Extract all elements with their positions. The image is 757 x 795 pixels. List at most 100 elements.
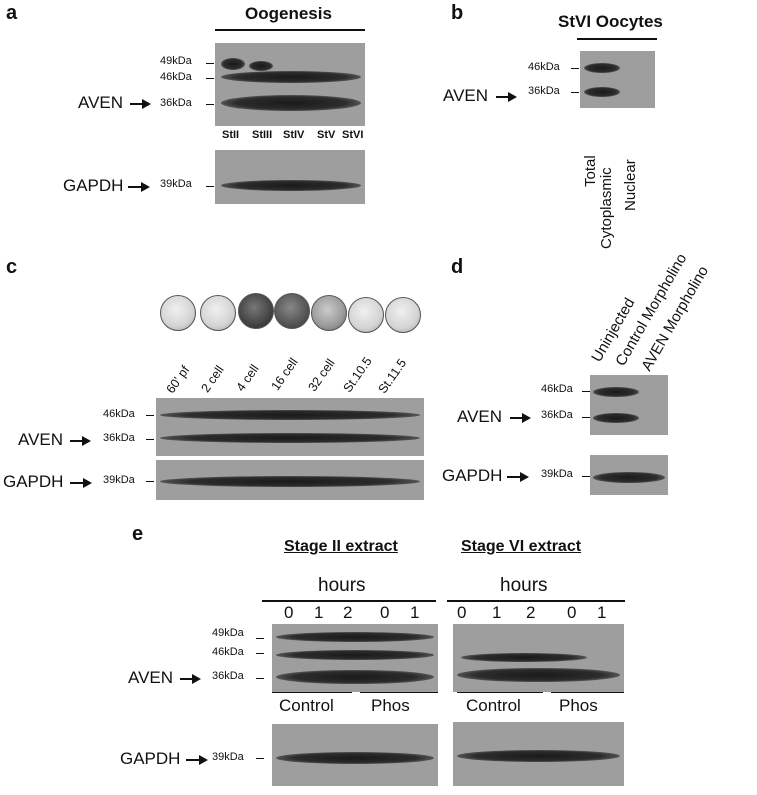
panel-a-gapdh-arrow: [128, 186, 141, 188]
panel-b-title-rule: [577, 38, 657, 40]
panel-e-right-time-2: 1: [492, 603, 502, 622]
panel-b-mw-36: 36kDa: [528, 85, 560, 97]
panel-a-gapdh-blot: [215, 150, 365, 204]
panel-c-aven-arrowhead: [82, 436, 91, 446]
embryo-image-32cell: [311, 295, 347, 331]
panel-e-left-title: Stage II extract: [284, 538, 398, 555]
panel-a-gapdh-mw: 39kDa: [160, 178, 192, 190]
panel-b-lane-3: Nuclear: [622, 159, 639, 211]
panel-c-gapdh-arrow: [70, 482, 83, 484]
panel-c-lane-1: 60' pf: [163, 363, 193, 396]
panel-b-tick-46: [571, 68, 579, 69]
panel-d-aven-label: AVEN: [457, 407, 503, 426]
panel-e-gapdh-label: GAPDH: [120, 749, 181, 768]
panel-b-aven-label: AVEN: [443, 86, 489, 105]
panel-a-title-rule: [215, 29, 365, 31]
panel-e-right-aven-blot: [453, 624, 624, 692]
panel-c-gapdh-blot: [156, 460, 424, 500]
panel-e-left-time-1: 0: [284, 603, 294, 622]
panel-b-letter: b: [451, 2, 464, 24]
panel-e-gapdh-tick: [256, 758, 264, 759]
panel-e-gapdh-mw: 39kDa: [212, 751, 244, 763]
panel-e-left-mw-36: 36kDa: [212, 670, 244, 682]
panel-a-tick-49: [206, 63, 214, 64]
panel-b-title: StVI Oocytes: [558, 12, 663, 31]
panel-c-lane-3: 4 cell: [233, 362, 262, 394]
panel-e-right-time-1: 0: [457, 603, 467, 622]
panel-e-left-time-2: 1: [314, 603, 324, 622]
panel-e-letter: e: [132, 523, 144, 545]
embryo-image-60pf: [160, 295, 196, 331]
panel-e-left-hours-rule: [262, 600, 436, 602]
panel-e-right-control-rule: [457, 692, 543, 693]
panel-a-aven-blot: [215, 43, 365, 126]
panel-e-left-control-rule: [272, 692, 352, 693]
panel-c-mw-46: 46kDa: [103, 408, 135, 420]
panel-e-aven-arrowhead: [192, 674, 201, 684]
panel-a-mw-46: 46kDa: [160, 71, 192, 83]
panel-e-aven-label: AVEN: [128, 668, 174, 687]
panel-b-aven-blot: [580, 51, 655, 108]
panel-d-aven-arrow: [510, 417, 522, 419]
panel-e-right-time-5: 1: [597, 603, 607, 622]
panel-e-left-time-4: 0: [380, 603, 390, 622]
panel-a-aven-arrowhead: [142, 99, 151, 109]
panel-d-mw-46: 46kDa: [541, 383, 573, 395]
panel-e-right-hours-rule: [447, 600, 625, 602]
embryo-image-st11-5: [385, 297, 421, 333]
panel-a-title: Oogenesis: [245, 4, 332, 23]
panel-d-gapdh-label: GAPDH: [442, 466, 503, 485]
panel-d-gapdh-tick: [582, 476, 590, 477]
panel-c-lane-6: St.10.5: [340, 354, 375, 395]
panel-b-mw-46: 46kDa: [528, 61, 560, 73]
panel-c-gapdh-tick: [146, 481, 154, 482]
panel-e-left-time-3: 2: [343, 603, 353, 622]
panel-c-gapdh-label: GAPDH: [3, 472, 64, 491]
panel-d-mw-36: 36kDa: [541, 409, 573, 421]
panel-a-tick-36: [206, 104, 214, 105]
panel-e-right-phos-rule: [551, 692, 624, 693]
panel-e-gapdh-arrowhead: [199, 755, 208, 765]
panel-a-mw-49: 49kDa: [160, 55, 192, 67]
panel-e-right-hours: hours: [500, 575, 548, 596]
panel-d-tick-36: [582, 417, 590, 418]
panel-e-aven-arrow: [180, 678, 192, 680]
panel-c-lane-5: 32 cell: [305, 356, 338, 394]
panel-d-gapdh-mw: 39kDa: [541, 468, 573, 480]
panel-c-lane-4: 16 cell: [268, 355, 301, 393]
panel-b-aven-arrowhead: [508, 92, 517, 102]
panel-e-left-tick-46: [256, 653, 264, 654]
panel-a-aven-arrow: [130, 103, 142, 105]
panel-e-right-gapdh-blot: [453, 722, 624, 786]
panel-c-letter: c: [6, 256, 18, 278]
panel-a-lane-1: StII: [222, 129, 240, 141]
panel-e-right-time-4: 0: [567, 603, 577, 622]
panel-a-tick-46: [206, 78, 214, 79]
panel-e-left-group-1: Control: [279, 696, 334, 715]
panel-e-left-hours: hours: [318, 575, 366, 596]
panel-e-right-time-3: 2: [526, 603, 536, 622]
panel-e-left-group-2: Phos: [371, 696, 410, 715]
panel-a-lane-2: StIII: [252, 129, 273, 141]
panel-d-letter: d: [451, 256, 464, 278]
panel-d-aven-arrowhead: [522, 413, 531, 423]
panel-d-tick-46: [582, 391, 590, 392]
panel-c-mw-36: 36kDa: [103, 432, 135, 444]
panel-a-aven-label: AVEN: [78, 93, 124, 112]
panel-c-lane-7: St.11.5: [375, 356, 410, 396]
panel-e-left-phos-rule: [360, 692, 438, 693]
panel-c-gapdh-mw: 39kDa: [103, 474, 135, 486]
panel-c-tick-36: [146, 439, 154, 440]
panel-b-lane-2: Cytoplasmic: [598, 167, 615, 249]
panel-e-left-time-5: 1: [410, 603, 420, 622]
panel-d-gapdh-arrowhead: [520, 472, 529, 482]
panel-e-left-tick-36: [256, 678, 264, 679]
panel-c-aven-arrow: [70, 440, 82, 442]
embryo-image-st10-5: [348, 297, 384, 333]
panel-c-aven-label: AVEN: [18, 430, 64, 449]
panel-d-gapdh-arrow: [507, 476, 520, 478]
embryo-image-16cell: [274, 293, 310, 329]
panel-a-gapdh-label: GAPDH: [63, 176, 124, 195]
panel-e-right-group-1: Control: [466, 696, 521, 715]
panel-e-left-mw-49: 49kDa: [212, 627, 244, 639]
